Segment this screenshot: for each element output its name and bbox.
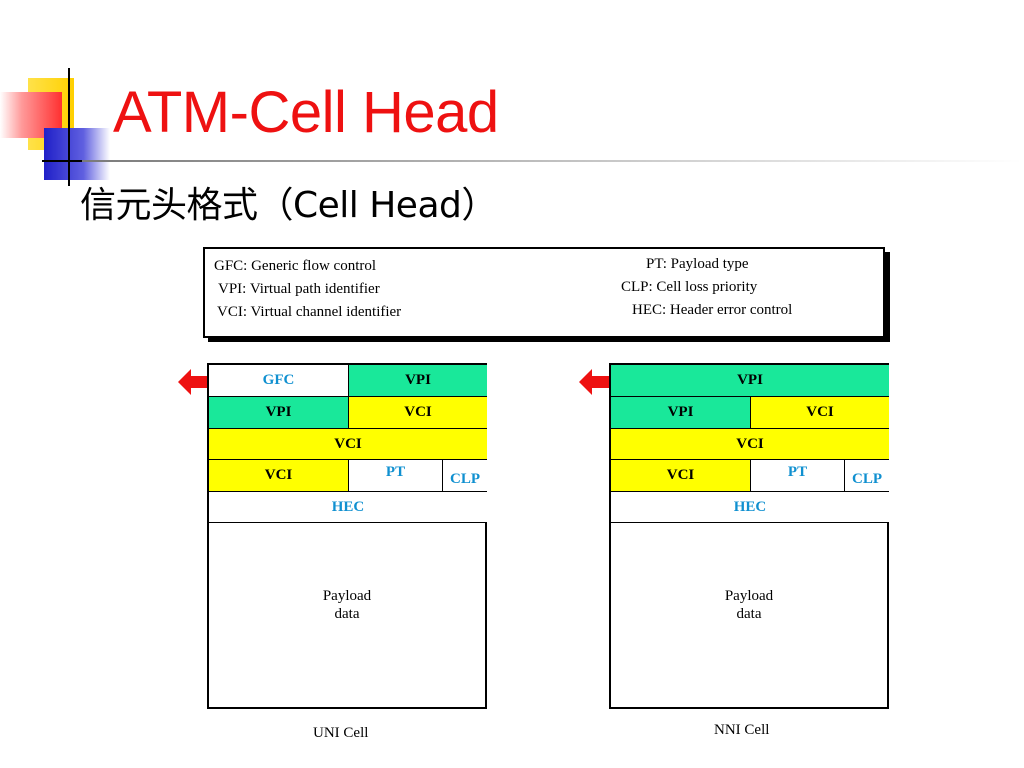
uni-gfc-field: GFC — [209, 365, 349, 397]
legend-vpi: VPI: Virtual path identifier — [218, 281, 380, 297]
uni-pt-field: PT — [349, 460, 443, 492]
legend-gfc: GFC: Generic flow control — [214, 258, 377, 274]
legend-hec: HEC: Header error control — [632, 302, 793, 318]
nni-direction-arrow-icon — [579, 369, 609, 395]
nni-vpi-field: VPI — [611, 365, 889, 397]
decor-vertical-line — [68, 68, 70, 186]
decor-horizontal-line — [42, 160, 82, 162]
uni-clp-field: CLP — [443, 460, 487, 492]
legend-vci: VCI: Virtual channel identifier — [217, 304, 402, 320]
nni-payload-line: Payload — [724, 588, 774, 604]
legend-box: GFC: Generic flow control VPI: Virtual p… — [203, 247, 885, 338]
nni-vci-field: VCI — [611, 429, 889, 460]
uni-direction-arrow-icon — [178, 369, 208, 395]
title-underline — [82, 160, 1022, 162]
uni-vci-field: VCI — [349, 397, 487, 429]
uni-vpi-field: VPI — [209, 397, 349, 429]
uni-cell-diagram: GFC VPI VPI VCI VCI VCI PT CLP HEC Paylo… — [207, 363, 487, 709]
legend-pt: PT: Payload type — [646, 256, 749, 272]
uni-vci-field: VCI — [209, 429, 487, 460]
nni-clp-field: CLP — [845, 460, 889, 492]
decor-blue-bar — [44, 128, 110, 180]
slide-subtitle: 信元头格式（Cell Head） — [80, 185, 497, 226]
nni-cell-diagram: VPI VPI VCI VCI VCI PT CLP HEC Payload d… — [609, 363, 889, 709]
uni-payload-line: data — [334, 606, 360, 622]
nni-hec-field: HEC — [611, 492, 889, 523]
nni-vpi-field: VPI — [611, 397, 751, 429]
uni-payload-label: Payload data — [209, 587, 485, 623]
nni-cell-caption: NNI Cell — [714, 722, 770, 738]
nni-pt-field: PT — [751, 460, 845, 492]
nni-payload-line: data — [736, 606, 762, 622]
uni-payload-line: Payload — [322, 588, 372, 604]
nni-vci-field: VCI — [611, 460, 751, 492]
uni-vci-field: VCI — [209, 460, 349, 492]
slide-title: ATM-Cell Head — [113, 80, 499, 145]
uni-vpi-field: VPI — [349, 365, 487, 397]
uni-cell-caption: UNI Cell — [313, 725, 369, 741]
uni-hec-field: HEC — [209, 492, 487, 523]
nni-vci-field: VCI — [751, 397, 889, 429]
legend-clp: CLP: Cell loss priority — [621, 279, 758, 295]
nni-payload-label: Payload data — [611, 587, 887, 623]
